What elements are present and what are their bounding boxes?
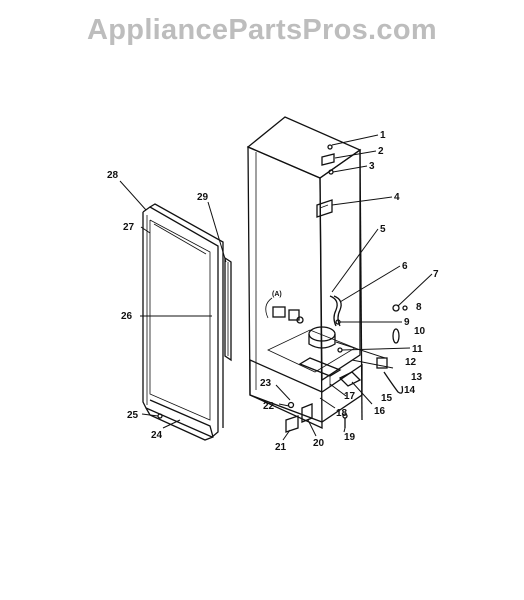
callout-14: 14 <box>404 385 416 396</box>
callout-4: 4 <box>394 192 400 203</box>
callout-9: 9 <box>404 317 410 328</box>
leader-lines <box>119 134 433 441</box>
callout-2: 2 <box>378 146 384 157</box>
callout-26: 26 <box>121 311 133 322</box>
callout-16: 16 <box>374 406 386 417</box>
callout-10: 10 <box>414 326 426 337</box>
watermark-text: AppliancePartsPros.com <box>87 14 437 46</box>
hinge-parts <box>316 144 335 218</box>
callout-27: 27 <box>123 222 135 233</box>
callout-21: 21 <box>275 442 287 453</box>
callout-29: 29 <box>197 192 209 203</box>
callout-17: 17 <box>344 391 356 402</box>
callout-13: 13 <box>411 372 423 383</box>
callout-23: 23 <box>260 378 272 389</box>
callout-1: 1 <box>380 130 386 141</box>
compressor-assembly <box>265 295 408 394</box>
cabinet <box>246 116 363 430</box>
callout-3: 3 <box>369 161 375 172</box>
callout-8: 8 <box>416 302 422 313</box>
door-frame <box>142 203 224 441</box>
callout-18: 18 <box>336 408 348 419</box>
callout-7: 7 <box>433 269 439 280</box>
callout-12: 12 <box>405 357 417 368</box>
callout-5: 5 <box>380 224 386 235</box>
callout-20: 20 <box>313 438 325 449</box>
callout-15: 15 <box>381 393 393 404</box>
callout-11: 11 <box>412 344 423 355</box>
callout-28: 28 <box>107 170 119 181</box>
callout-25: 25 <box>127 410 139 421</box>
callout-24: 24 <box>151 430 163 441</box>
callout-19: 19 <box>344 432 356 443</box>
callout-labels: 1 2 3 4 5 6 7 8 9 10 11 12 13 14 15 16 1… <box>107 130 439 453</box>
door-strip <box>224 256 232 362</box>
callout-22: 22 <box>263 401 275 412</box>
callout-6: 6 <box>402 261 408 272</box>
leveling-parts <box>157 401 348 433</box>
small-mark-a: (A) <box>272 291 282 298</box>
